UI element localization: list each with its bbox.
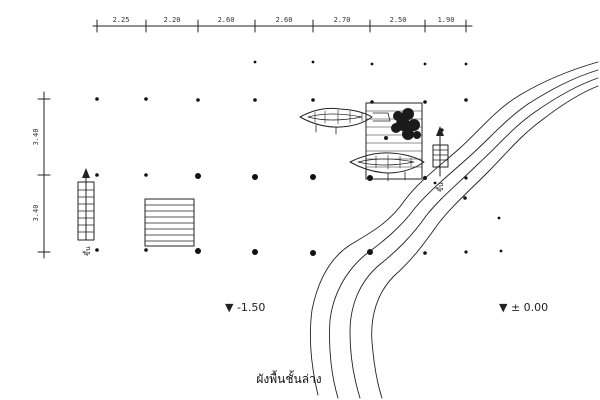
column-post [310,250,316,256]
column-post [253,60,257,64]
column-post [499,249,503,253]
dimension-label: 2.50 [390,16,407,24]
column-post [95,248,99,252]
column-post [367,175,373,181]
column-post [196,98,200,102]
dimension-label: 3.40 [32,129,40,146]
right-stair: ขึ้น [432,126,449,192]
level-marker-left: ▼ -1.50 [225,301,265,314]
column-post [144,173,148,177]
column-post [195,248,201,254]
dimension-label: 2.60 [276,16,293,24]
column-post [463,196,467,200]
dimension-label: 3.40 [32,205,40,222]
left-stair: ขึ้น [77,168,95,256]
stair-up-label: ขึ้น [434,182,445,192]
hatched-platform [144,198,195,247]
dimension-label: 2.25 [113,16,130,24]
column-post [423,251,427,255]
dimension-label: 2.60 [218,16,235,24]
tree [384,108,421,140]
column-post [423,100,427,104]
dimension-label: 2.70 [334,16,351,24]
level-label-ground: ▼ ± 0.00 [499,301,548,314]
column-post [311,60,315,64]
column-post [311,98,315,102]
column-post [464,62,468,66]
stair-up-label: ขึ้น [81,246,92,256]
boat-lower [349,152,425,182]
river-bank-contours [309,61,599,399]
top-dimension-line: 2.25 2.20 2.60 2.60 2.70 2.50 1.90 [92,16,473,33]
column-post [144,248,148,252]
column-post [464,176,468,180]
column-grid [95,60,503,256]
level-label-lower: ▼ -1.50 [225,301,265,314]
column-post [310,174,316,180]
drawing-caption: ผังพื้นชั้นล่าง [256,370,321,386]
dimension-label: 2.20 [164,16,181,24]
column-post [253,98,257,102]
boat-upper [299,107,391,135]
level-marker-right: ▼ ± 0.00 [499,301,548,314]
pier-deck [365,102,423,180]
column-post [370,62,374,66]
column-post [195,173,201,179]
column-post [464,250,468,254]
column-post [95,173,99,177]
column-post [497,216,501,220]
column-post [464,98,468,102]
column-post [423,62,427,66]
column-post [144,97,148,101]
column-post [252,249,258,255]
side-dimension-line: 3.40 3.40 [32,91,51,259]
column-post [252,174,258,180]
column-post [95,97,99,101]
dimension-label: 1.90 [438,16,455,24]
